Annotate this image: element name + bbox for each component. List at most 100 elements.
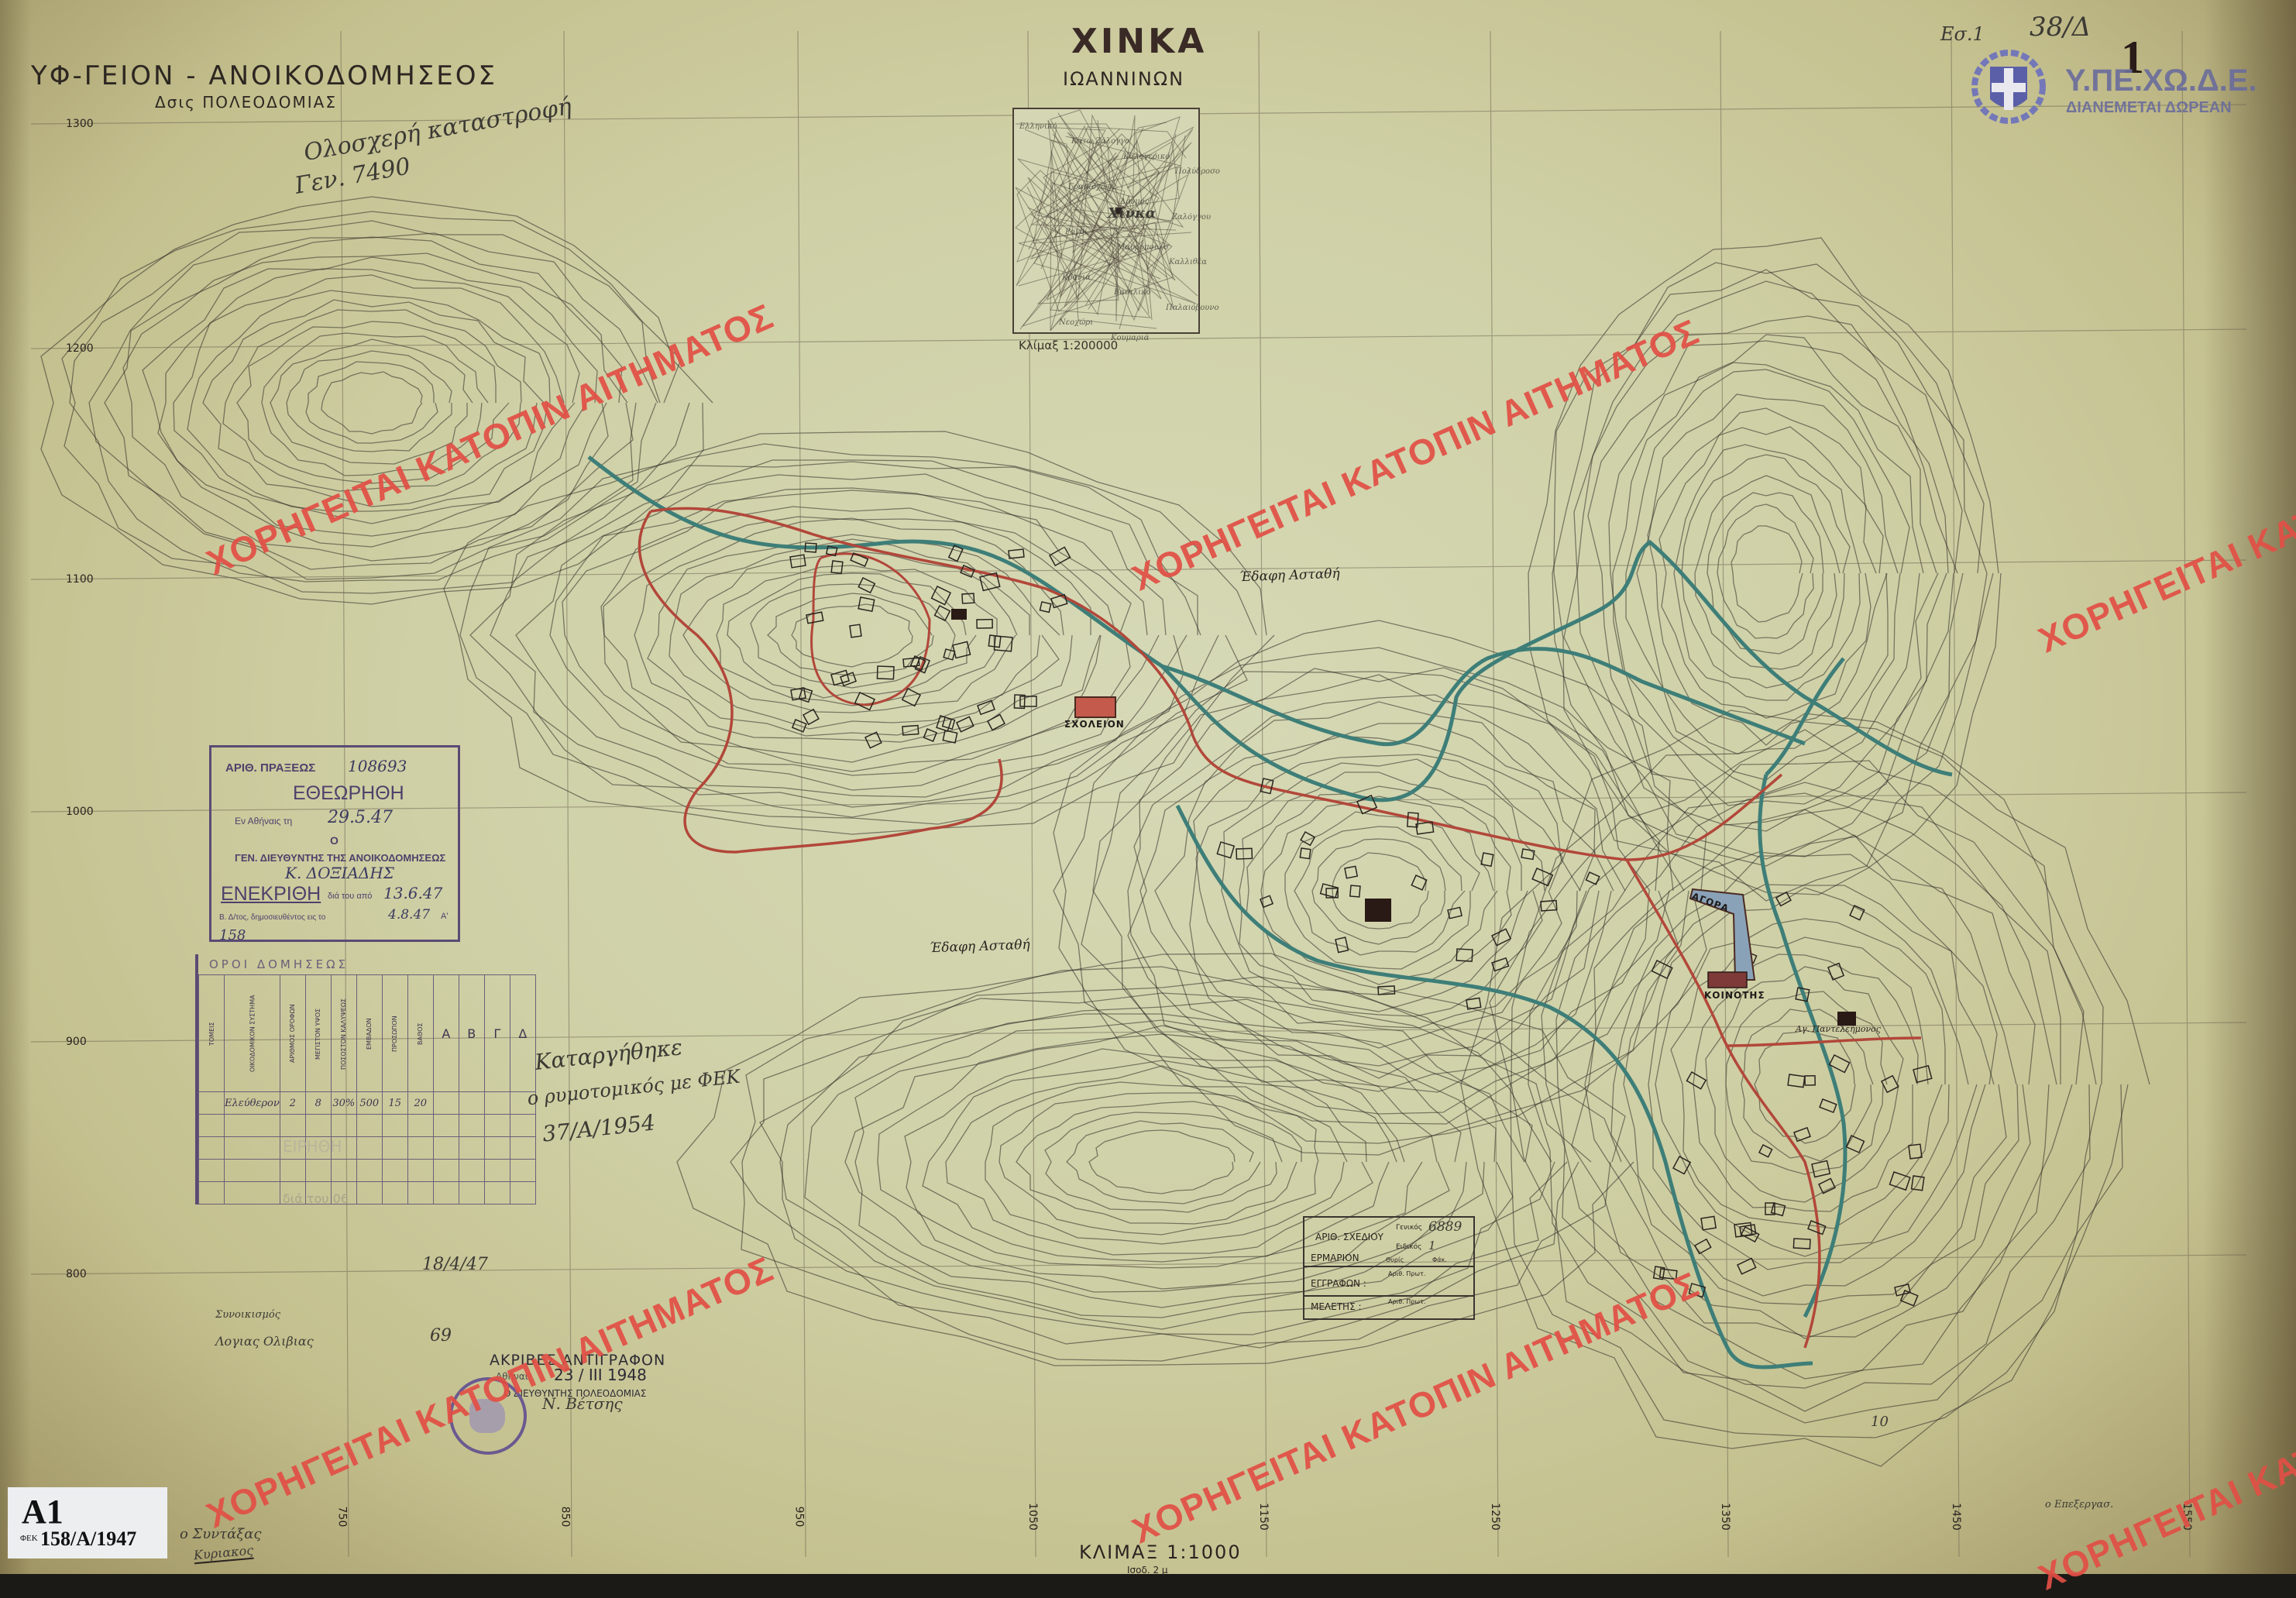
contour-line (1553, 262, 1994, 902)
inset-place-name: Βασιλικό (1114, 288, 1151, 297)
table-cell: Ελεύθερον (224, 1091, 280, 1115)
inset-place-name: Κάτω Ζάλογγο (1071, 137, 1130, 146)
faded-stamp-1: ΕΙΡΗΘΗ (283, 1137, 342, 1156)
contour-line (321, 371, 423, 435)
building-footprint (902, 657, 920, 668)
building-footprint (1765, 1202, 1775, 1215)
contour-line (844, 1025, 1467, 1293)
church-east (1837, 1012, 1856, 1026)
contour-line (187, 290, 551, 512)
inset-road (1059, 142, 1192, 298)
contour-line (1239, 772, 1528, 1012)
grid-line (30, 1254, 2247, 1275)
sheet-code: Α1 (22, 1493, 64, 1531)
cabinet-position-label: Θυρίς (1386, 1256, 1404, 1263)
handwritten-ref: Εσ.1 (1940, 23, 1985, 45)
building-footprint (1019, 696, 1037, 707)
building-footprint (1415, 821, 1435, 835)
inset-road (1016, 123, 1184, 297)
contour-line (767, 593, 934, 676)
church-west (951, 609, 967, 620)
building-footprint (930, 585, 952, 606)
contour-line (854, 1019, 1497, 1308)
table-cell: 15 (381, 1091, 408, 1115)
building-footprint (986, 713, 1006, 731)
gazette-number: 158 (219, 927, 246, 943)
contour-line (1658, 426, 1877, 719)
inset-road (1044, 155, 1176, 281)
empty-table-row (198, 1136, 536, 1160)
contour-line (634, 517, 1073, 743)
road-red-inner (810, 552, 931, 706)
approval-stamp: ΑΡΙΘ. ΠΡΑΞΕΩΣ 108693 ΕΘΕΩΡΗΘΗ Εν Αθήναις… (209, 745, 460, 943)
inset-road (1026, 119, 1186, 312)
building-footprint (1651, 959, 1673, 980)
empty-table-row (198, 1114, 536, 1137)
building-footprint (1447, 906, 1462, 919)
contour-line (1284, 811, 1480, 970)
y-tick-label: 900 (66, 1036, 87, 1048)
contour-line (600, 506, 1117, 772)
contour-line (1460, 710, 2150, 1467)
building-footprint (1688, 1283, 1707, 1298)
greek-emblem-icon (1971, 48, 2046, 125)
inset-place-name: Ζαλόγγου (1172, 213, 1212, 222)
ministry-heading: ΥΦ-ΓΕΙΟΝ - ΑΝΟΙΚΟΔΟΜΗΣΕΟΣ (31, 60, 497, 91)
building-footprint (1894, 1284, 1911, 1297)
contour-line (1528, 760, 2091, 1412)
contour-line (261, 332, 489, 476)
table-cell (509, 1091, 536, 1115)
y-tick-label: 800 (66, 1268, 87, 1280)
community-block (1707, 971, 1748, 988)
survey-label: Συνοικισμός (215, 1309, 280, 1321)
building-footprint (1880, 1074, 1899, 1094)
building-footprint (858, 596, 875, 613)
building-footprint (1910, 1175, 1925, 1191)
building-footprint (1819, 1098, 1837, 1114)
certified-copy-signature: Ν. Βέτσης (542, 1394, 623, 1413)
building-footprint (1828, 1053, 1851, 1074)
building-footprint (923, 728, 938, 742)
building-footprint (840, 672, 858, 687)
inset-road (1050, 139, 1191, 329)
contour-line (669, 538, 1040, 730)
building-footprint (1531, 868, 1554, 887)
building-footprint (1775, 891, 1792, 907)
map-title: ΧΙΝΚΑ (1071, 22, 1208, 61)
building-footprint (1050, 593, 1068, 609)
contour-line (40, 196, 713, 605)
x-tick-label: 750 (335, 1506, 349, 1528)
building-footprint (1804, 1075, 1816, 1086)
inset-place-name: Νεοχώρι (1059, 318, 1094, 327)
building-footprint (830, 669, 851, 686)
contour-line (1053, 620, 1707, 1156)
contour-line (104, 236, 634, 570)
certified-copy-date: 23 / III 1948 (554, 1366, 647, 1384)
building-footprint (1849, 905, 1865, 921)
building-footprint (1889, 1171, 1911, 1191)
building-footprint (1686, 1070, 1707, 1090)
directorate-heading: Δσις ΠΟΛΕΟΔΟΜΙΑΣ (155, 93, 337, 112)
contour-line (1681, 454, 1851, 689)
x-tick-label: 850 (559, 1506, 572, 1528)
building-footprint (1216, 841, 1236, 859)
x-tick-label: 1250 (1488, 1503, 1501, 1531)
distribution-notice: ΔΙΑΝΕΜΕΤΑΙ ΔΩΡΕΑΝ (2066, 99, 2232, 116)
inset-place-name: Παλαιόβουνο (1166, 304, 1219, 312)
contour-line (1044, 1112, 1283, 1213)
building-footprint (858, 576, 876, 594)
contour-line (945, 1065, 1373, 1256)
contour-line (1528, 237, 2002, 895)
table-header-cell: ΠΡΟΣΩΠΟΝ (382, 974, 408, 1092)
contour-line (1571, 809, 2036, 1338)
inset-road (1045, 133, 1160, 254)
contour-line (1705, 966, 1904, 1203)
contour-line (443, 431, 1275, 835)
contour-line (1754, 1029, 1856, 1144)
contour-line (222, 309, 522, 492)
building-footprint (1299, 847, 1311, 860)
building-footprint (1260, 895, 1274, 909)
grid-line (30, 328, 2247, 349)
inset-place-name: Καλλιθέα (1169, 258, 1207, 266)
x-tick-label: 1150 (1256, 1503, 1270, 1531)
